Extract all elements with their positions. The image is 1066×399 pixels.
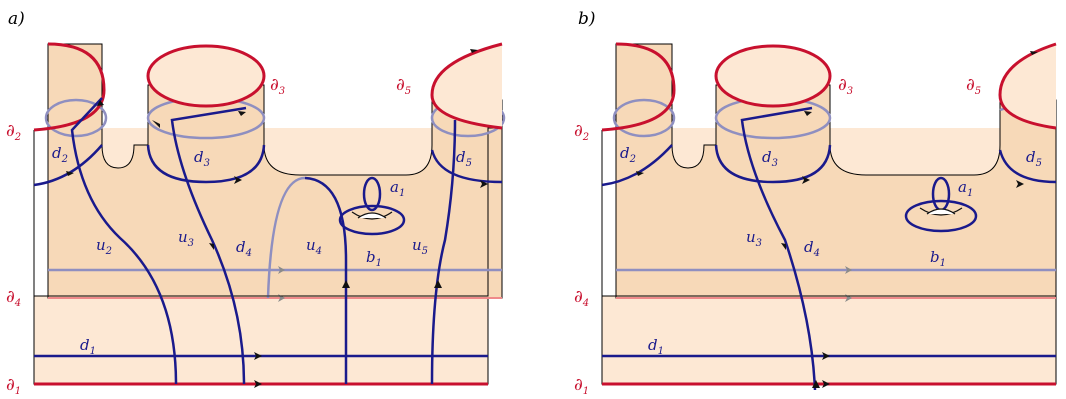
label-boundary-1: ∂1 — [6, 375, 21, 397]
arrow-head — [804, 111, 812, 116]
label-d3: d3 — [194, 148, 210, 169]
handle-smile — [351, 211, 393, 220]
curve-u4 — [304, 176, 348, 384]
arrow-head — [152, 120, 160, 128]
arrow-head — [434, 280, 442, 288]
arrow-head — [812, 380, 820, 388]
panel-b: b) ∂1 ∂2 ∂3 — [574, 9, 1057, 397]
label-d2: d2 — [620, 144, 636, 165]
curve-u3 — [740, 106, 817, 391]
label-b1: b1 — [930, 248, 946, 269]
label-u4: u4 — [306, 236, 322, 257]
arrow-head — [234, 176, 242, 184]
label-boundary-2: ∂2 — [6, 121, 21, 143]
label-boundary-4: ∂4 — [6, 287, 21, 309]
label-d1: d1 — [648, 336, 664, 357]
curve-a1 — [362, 176, 382, 212]
handle-smile — [919, 207, 963, 216]
label-u5: u5 — [412, 236, 428, 257]
arrow-head — [470, 49, 478, 53]
arrow-head — [822, 352, 830, 360]
curve-d3 — [146, 144, 266, 184]
back-tube-2 — [44, 98, 108, 138]
curve-d3 — [714, 144, 832, 184]
panel-a: a) — [6, 9, 506, 397]
label-boundary-1: ∂1 — [574, 375, 589, 397]
label-b1: b1 — [366, 248, 382, 269]
label-d4: d4 — [804, 238, 820, 259]
curve-u5 — [430, 119, 457, 385]
back-curve-u4 — [266, 176, 306, 299]
label-d4: d4 — [236, 238, 252, 259]
arrow-head — [254, 352, 262, 360]
label-boundary-5: ∂5 — [966, 75, 981, 97]
arrow-head — [278, 266, 285, 274]
curve-u2 — [70, 97, 178, 385]
curve-b1 — [904, 199, 978, 233]
label-boundary-5: ∂5 — [396, 75, 411, 97]
curve-u3 — [170, 106, 247, 385]
label-u2: u2 — [96, 236, 112, 257]
arrow-head — [342, 280, 350, 288]
boundary-3 — [146, 44, 266, 108]
boundary-3 — [714, 44, 832, 108]
curve-b1 — [338, 204, 406, 236]
label-boundary-3: ∂3 — [838, 75, 853, 97]
label-u3: u3 — [746, 228, 762, 249]
handle-hole — [357, 212, 387, 219]
arrow-head — [802, 176, 810, 184]
label-boundary-4: ∂4 — [574, 287, 589, 309]
label-d3: d3 — [762, 148, 778, 169]
label-d1: d1 — [80, 336, 96, 357]
boundary-5 — [998, 42, 1057, 130]
label-a1: a1 — [958, 178, 973, 199]
boundary-2 — [601, 42, 676, 132]
arrow-head — [636, 171, 644, 176]
arrow-head — [1030, 51, 1038, 55]
label-boundary-3: ∂3 — [270, 75, 285, 97]
label-boundary-2: ∂2 — [574, 121, 589, 143]
label-d5: d5 — [1026, 148, 1042, 169]
boundary-5 — [430, 42, 503, 130]
boundary-2 — [33, 42, 106, 132]
arrow-head — [254, 380, 262, 388]
arrow-head — [238, 111, 246, 116]
arrow-head — [209, 243, 214, 250]
arrow-head — [480, 180, 488, 188]
panel-label: b) — [578, 9, 596, 29]
label-d5: d5 — [456, 148, 472, 169]
label-a1: a1 — [390, 178, 405, 199]
label-u3: u3 — [178, 228, 194, 249]
back-tube-2 — [612, 98, 676, 138]
front-strip — [601, 295, 1057, 385]
front-strip — [33, 295, 489, 385]
arrow-head — [822, 380, 830, 388]
handle-hole — [926, 208, 956, 215]
panel-label: a) — [8, 9, 25, 29]
arrow-head — [845, 266, 852, 274]
arrow-head — [66, 171, 74, 176]
arrow-head — [97, 100, 104, 106]
label-d2: d2 — [52, 144, 68, 165]
arrow-head — [1016, 180, 1024, 188]
curve-d5 — [998, 149, 1057, 184]
arrow-head — [781, 243, 786, 250]
